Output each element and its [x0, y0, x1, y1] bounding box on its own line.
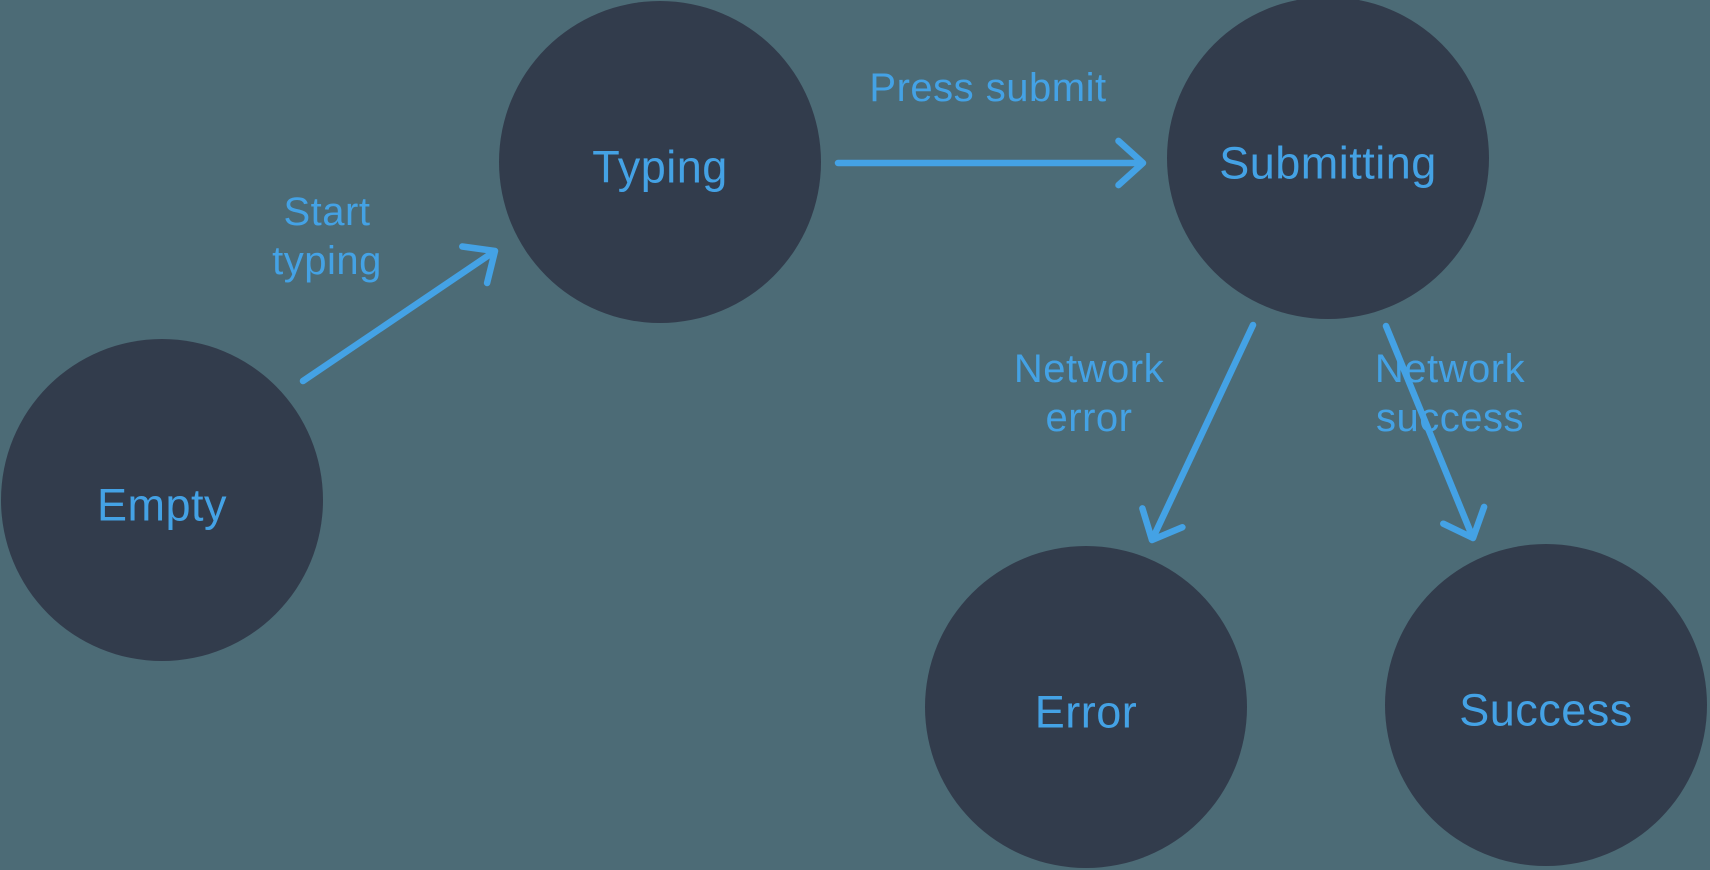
- transition-label-press-submit: Press submit: [869, 66, 1106, 110]
- transition-label-line: Press submit: [869, 66, 1106, 110]
- transition-arrow-press-submit: [834, 137, 1147, 189]
- state-node-typing: [499, 1, 821, 323]
- state-node-label-error: Error: [1035, 687, 1138, 738]
- state-node-submitting: [1167, 0, 1489, 319]
- state-node-empty: [1, 339, 323, 661]
- transition-label-start-typing: Start typing: [272, 190, 382, 283]
- transition-label-line: Network: [1014, 347, 1165, 391]
- state-node-label-submitting: Submitting: [1219, 138, 1437, 189]
- transition-arrow-network-error: [1139, 321, 1257, 544]
- state-node-label-empty: Empty: [97, 480, 227, 531]
- state-node-error: [925, 546, 1247, 868]
- transition-label-line: success: [1376, 396, 1524, 440]
- transition-label-line: error: [1046, 396, 1133, 440]
- state-node-label-typing: Typing: [592, 142, 728, 193]
- transition-label-line: Start: [284, 190, 371, 234]
- state-node-success: [1385, 544, 1707, 866]
- state-node-label-success: Success: [1459, 685, 1633, 736]
- transition-label-line: Network: [1375, 347, 1526, 391]
- transition-label-network-error: Network error: [1014, 347, 1165, 440]
- transition-label-line: typing: [272, 239, 382, 283]
- transition-arrow-network-success: [1382, 322, 1488, 542]
- transition-label-network-success: Network success: [1375, 347, 1526, 440]
- transition-arrow-start-typing: [299, 243, 499, 385]
